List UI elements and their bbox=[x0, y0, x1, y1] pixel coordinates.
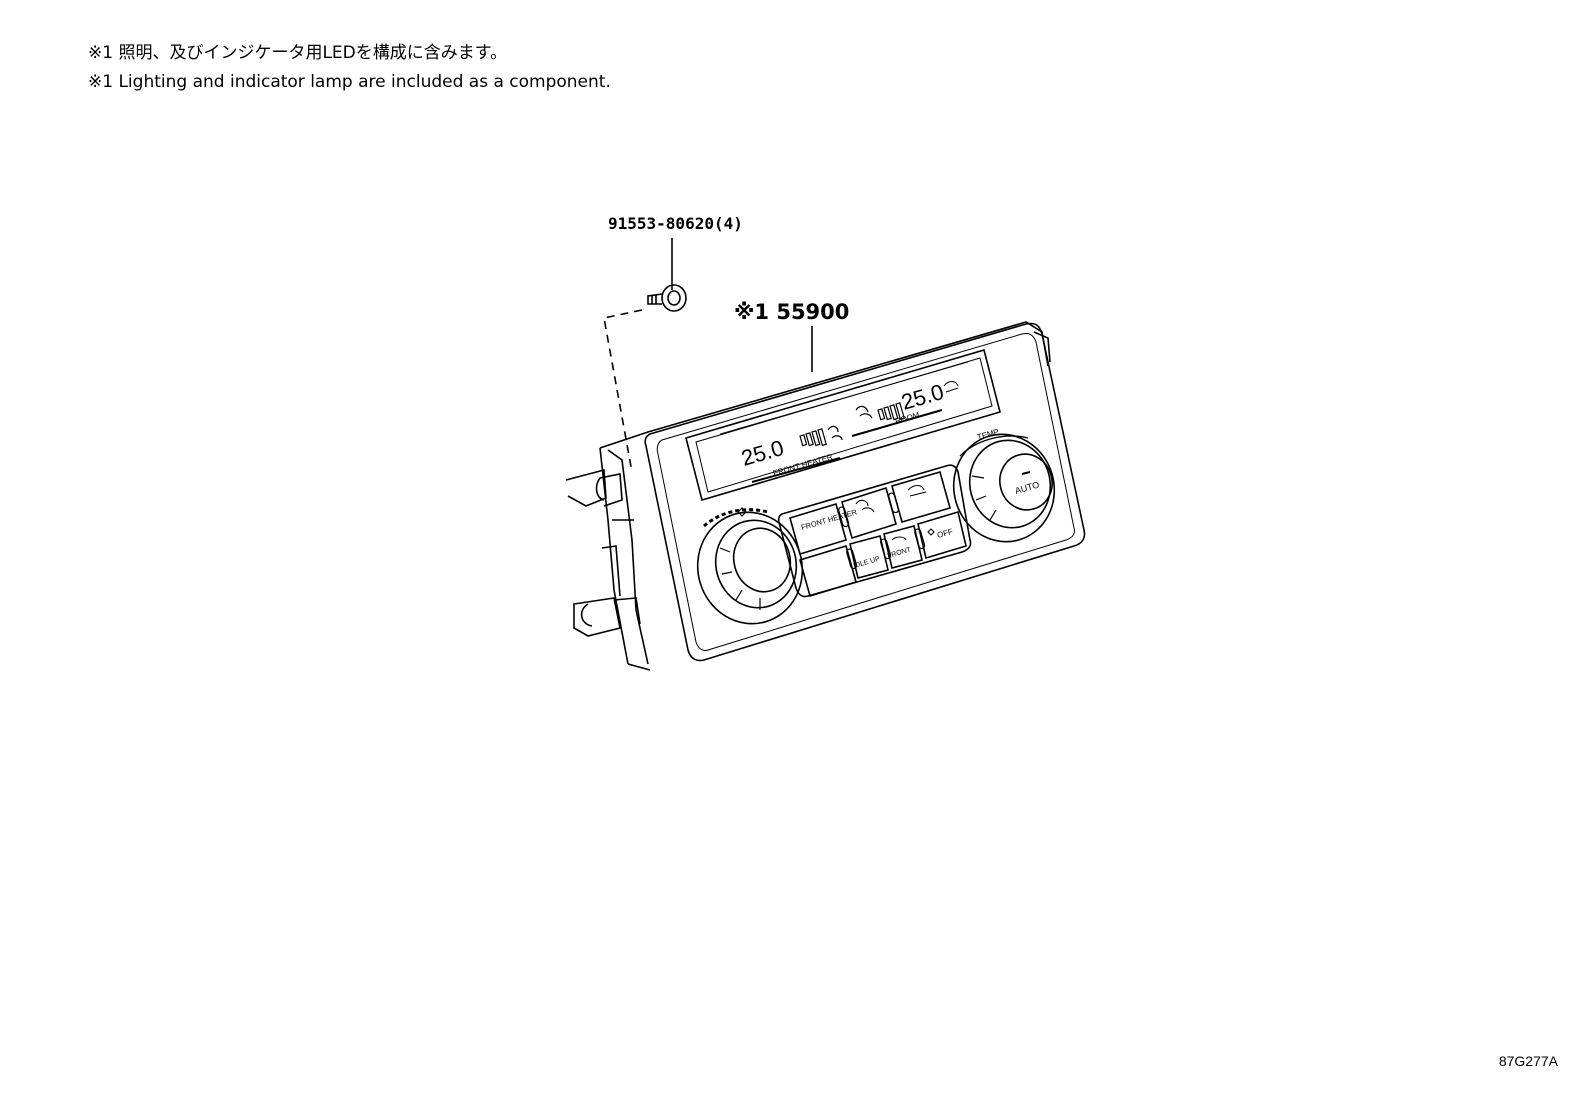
bolt-icon bbox=[647, 284, 687, 312]
housing-body bbox=[565, 321, 1051, 671]
fan-off-button[interactable] bbox=[917, 510, 967, 560]
left-airflow-icon bbox=[827, 425, 843, 441]
right-airflow-icon bbox=[855, 405, 873, 419]
right-temp-readout: 25.0 bbox=[898, 379, 946, 415]
right-fan-bars-icon bbox=[877, 402, 905, 421]
auto-indicator-icon bbox=[1021, 471, 1031, 475]
blank-button[interactable] bbox=[799, 544, 857, 598]
install-path-dashed bbox=[603, 309, 643, 473]
bolt-part-number: 91553-80620(4) bbox=[608, 214, 743, 233]
auto-button-label[interactable]: AUTO bbox=[1014, 479, 1041, 495]
idle-up-button[interactable] bbox=[849, 535, 889, 579]
button-cluster bbox=[777, 464, 972, 598]
temperature-knob[interactable] bbox=[941, 422, 1067, 553]
front-defrost-button[interactable] bbox=[883, 525, 923, 569]
temperature-arc-icon bbox=[959, 435, 1029, 457]
right-readout-underline bbox=[851, 409, 943, 437]
button-indicator-lamps bbox=[838, 492, 926, 570]
fan-speed-arc-icon bbox=[703, 508, 769, 528]
off-button-label: OFF bbox=[936, 527, 954, 540]
note-japanese: ※1 照明、及びインジケータ用LEDを構成に含みます。 bbox=[88, 43, 508, 63]
front-heater-button[interactable] bbox=[789, 502, 847, 556]
idle-up-button-label: IDLE UP bbox=[853, 556, 881, 570]
left-readout-underline bbox=[751, 457, 841, 483]
fan-icon bbox=[737, 507, 747, 517]
note-english: ※1 Lighting and indicator lamp are inclu… bbox=[88, 72, 611, 92]
left-fan-bars-icon bbox=[799, 428, 827, 447]
unit-part-number: ※1 55900 bbox=[734, 300, 850, 324]
display-window bbox=[685, 348, 1001, 502]
recirculation-indicator-icon bbox=[943, 381, 959, 393]
fan-speed-knob[interactable] bbox=[685, 500, 816, 636]
reference-code: 87G277A bbox=[1498, 1053, 1558, 1069]
air-outlet-button[interactable] bbox=[841, 486, 897, 540]
left-temp-readout: 25.0 bbox=[738, 435, 786, 471]
faceplate bbox=[644, 322, 1086, 662]
